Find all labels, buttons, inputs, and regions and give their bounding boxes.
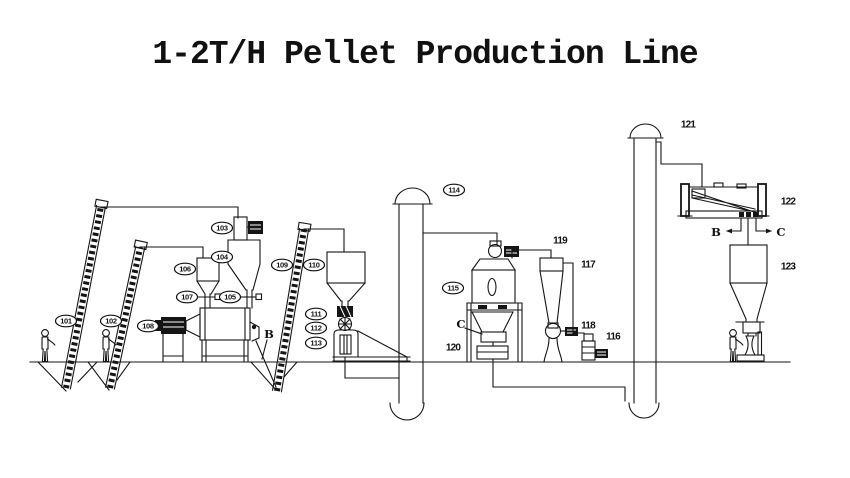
svg-text:B: B: [264, 327, 274, 341]
svg-text:107: 107: [181, 293, 193, 302]
label-107: 107: [175, 290, 199, 304]
duct-conveyor109-to-bin: [303, 228, 345, 253]
svg-text:102: 102: [105, 317, 117, 326]
duct-cyclone-to-fan: [562, 262, 585, 334]
svg-text:106: 106: [179, 265, 191, 274]
worker-figure-3: [729, 329, 744, 363]
slide-gate-107: [197, 293, 222, 301]
fan-116: [581, 333, 608, 361]
vibrating-screen-122: [677, 182, 772, 246]
duct-elevator114-to-cooler: [422, 232, 498, 245]
flow-ref-C-cooler: C: [456, 317, 483, 335]
bagging-station: [736, 331, 765, 362]
label-116: 116: [606, 332, 621, 343]
flow-ref-C-screen: C: [776, 225, 785, 239]
svg-text:109: 109: [276, 261, 288, 270]
label-111: 111: [304, 307, 328, 321]
label-115: 115: [441, 281, 465, 295]
feeder-111: [337, 305, 353, 318]
label-114: 114: [442, 183, 466, 197]
svg-text:105: 105: [224, 293, 236, 302]
airlock-118: [543, 322, 578, 363]
label-101: 101: [54, 314, 78, 328]
intake-pits: [37, 361, 298, 392]
duct-cooler-to-elevator121: [492, 358, 626, 402]
label-119: 119: [553, 236, 568, 247]
surge-hopper-106: [196, 257, 220, 309]
svg-text:113: 113: [310, 339, 321, 348]
inclined-conveyor-102: [104, 239, 148, 390]
pellet-bin-110: [326, 251, 366, 307]
inclined-conveyor-109: [271, 221, 312, 393]
svg-text:108: 108: [142, 322, 154, 331]
svg-text:114: 114: [448, 186, 460, 195]
airlock-feeder-103: [233, 216, 263, 241]
svg-text:110: 110: [308, 261, 319, 270]
label-110: 110: [302, 258, 326, 272]
svg-text:C: C: [456, 317, 465, 331]
label-104: 104: [210, 250, 234, 264]
conditioner-112: [337, 316, 353, 332]
label-103: 103: [210, 221, 234, 235]
label-117: 117: [581, 260, 596, 271]
duct-cooler-to-cyclone-119: [511, 249, 552, 259]
flow-ref-B-mixer: B: [261, 327, 274, 360]
svg-text:112: 112: [310, 324, 321, 333]
product-hopper-123: [729, 244, 768, 337]
label-120: 120: [446, 343, 462, 354]
label-122: 122: [781, 197, 797, 208]
cyclone-117: [539, 257, 564, 324]
pellet-mill-113: [332, 329, 411, 379]
svg-text:103: 103: [216, 224, 228, 233]
cooler-115: [466, 240, 523, 363]
label-109: 109: [270, 258, 294, 272]
mixer-108: [155, 307, 277, 388]
flow-ref-B-screen: B: [711, 225, 721, 239]
label-102: 102: [99, 314, 123, 328]
svg-text:111: 111: [311, 310, 322, 319]
label-105: 105: [218, 290, 242, 304]
label-106: 106: [173, 262, 197, 276]
duct-conveyor101-to-cyclone: [100, 206, 239, 219]
label-121: 121: [681, 120, 697, 131]
slide-gate-105: [240, 293, 263, 301]
svg-text:101: 101: [60, 317, 72, 326]
worker-figure-1: [41, 329, 56, 363]
inclined-conveyor-101: [60, 198, 109, 390]
svg-text:115: 115: [447, 284, 458, 293]
label-113: 113: [304, 336, 328, 350]
duct-conveyor102-to-hopper: [139, 246, 204, 259]
duct-elevator121-to-screen: [655, 141, 703, 188]
bucket-elevator-121: [627, 123, 664, 419]
label-112: 112: [304, 321, 328, 335]
bucket-elevator-114: [389, 187, 433, 421]
label-108: 108: [136, 319, 160, 333]
diagram-title: 1-2T/H Pellet Production Line: [152, 36, 698, 73]
label-118: 118: [581, 321, 596, 332]
svg-text:104: 104: [216, 253, 229, 262]
label-123: 123: [781, 262, 797, 273]
